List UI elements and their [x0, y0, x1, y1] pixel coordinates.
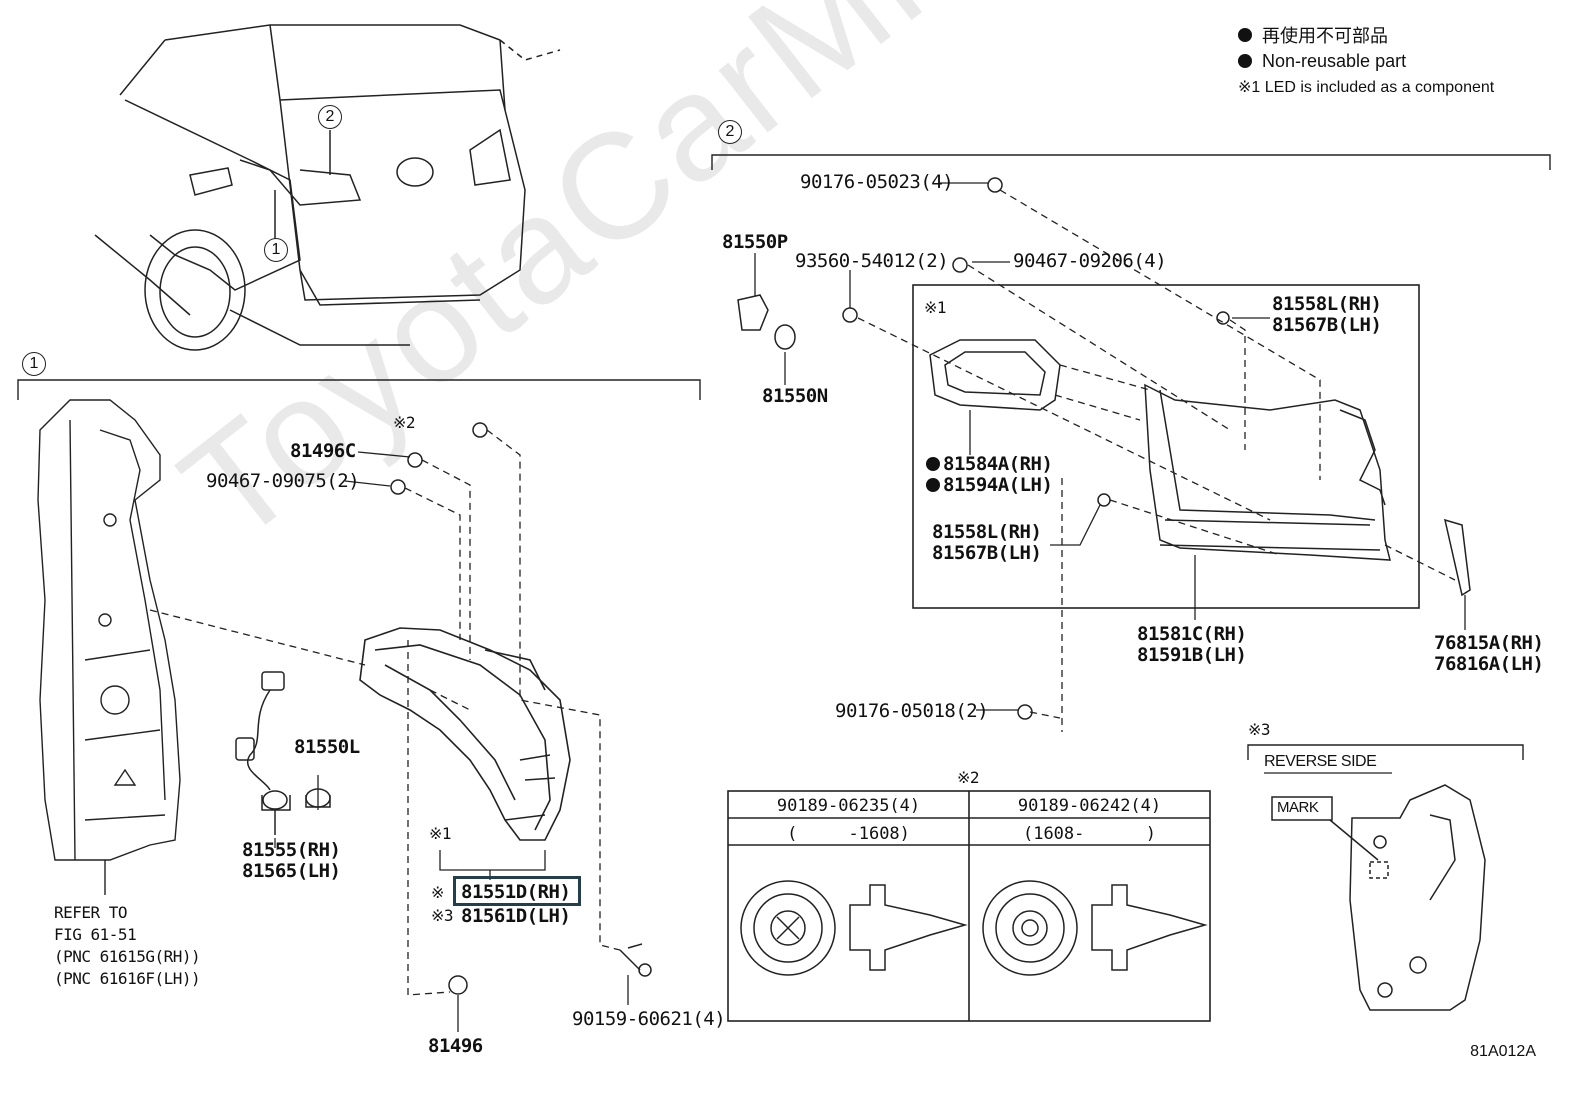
part-81558l-b[interactable]: 81558L(RH)	[932, 521, 1042, 543]
part-81594a[interactable]: 81594A(LH)	[926, 474, 1053, 496]
highlight-box	[453, 876, 581, 906]
legend: 再使用不可部品 Non-reusable part ※1 LED is incl…	[1238, 22, 1494, 100]
part-90176-05018[interactable]: 90176-05018(2)	[835, 700, 989, 722]
part-81561d[interactable]: 81561D(LH)	[461, 905, 571, 927]
part-81550n[interactable]: 81550N	[762, 385, 828, 407]
marker-led: ※1	[924, 298, 947, 317]
legend-note: ※1 LED is included as a component	[1238, 79, 1495, 96]
legend-jp: 再使用不可部品	[1262, 26, 1388, 46]
callout-1-vehicle: 1	[264, 238, 288, 262]
refer-line1: REFER TO	[54, 903, 128, 922]
clip-drawings	[740, 880, 1208, 976]
clip-table-grid	[727, 790, 1211, 1022]
part-81550l[interactable]: 81550L	[294, 736, 360, 758]
part-81591b[interactable]: 81591B(LH)	[1137, 644, 1247, 666]
table-marker: ※2	[957, 768, 980, 787]
marker-81551d: ※	[431, 883, 444, 902]
non-reusable-icon	[926, 478, 940, 492]
callout-1-group: 1	[22, 352, 46, 376]
reverse-marker: ※3	[1248, 720, 1271, 739]
marker-note2: ※2	[393, 413, 416, 432]
part-76815a[interactable]: 76815A(RH)	[1434, 632, 1544, 654]
marker-81561d: ※3	[431, 906, 454, 925]
legend-en: Non-reusable part	[1262, 50, 1407, 71]
marker-note1: ※1	[429, 824, 452, 843]
figure-code: 81A012A	[1470, 1043, 1536, 1060]
part-90467-09075[interactable]: 90467-09075(2)	[206, 470, 360, 492]
part-81555[interactable]: 81555(RH)	[242, 839, 341, 861]
part-81581c[interactable]: 81581C(RH)	[1137, 623, 1247, 645]
mark-label: MARK	[1277, 799, 1319, 816]
part-81550p[interactable]: 81550P	[722, 231, 788, 253]
part-81496[interactable]: 81496	[428, 1035, 483, 1057]
part-81567b-a[interactable]: 81567B(LH)	[1272, 314, 1382, 336]
part-81584a-text: 81584A(RH)	[943, 453, 1053, 475]
part-81584a[interactable]: 81584A(RH)	[926, 453, 1053, 475]
table-col1-range: ( -1608)	[787, 824, 910, 844]
part-81496c[interactable]: 81496C	[290, 440, 356, 462]
part-90176-05023[interactable]: 90176-05023(4)	[800, 171, 954, 193]
inner-lamp-drawing	[929, 339, 1391, 561]
callout-2-vehicle: 2	[318, 105, 342, 129]
table-col2-part[interactable]: 90189-06242(4)	[1017, 796, 1162, 816]
callout-2-group: 2	[718, 120, 742, 144]
body-pillar-drawing	[37, 399, 181, 895]
non-reusable-icon	[926, 457, 940, 471]
part-81594a-text: 81594A(LH)	[943, 474, 1053, 496]
refer-line2[interactable]: FIG 61-51	[54, 925, 137, 944]
bulb-socket-drawing	[737, 294, 796, 350]
part-81558l-a[interactable]: 81558L(RH)	[1272, 293, 1382, 315]
bullet-icon	[1238, 28, 1252, 42]
refer-line3: (PNC 61615G(RH))	[54, 947, 201, 966]
bullet-icon	[1238, 54, 1252, 68]
part-90467-09206[interactable]: 90467-09206(4)	[1013, 250, 1167, 272]
part-93560-54012[interactable]: 93560-54012(2)	[795, 250, 949, 272]
part-81567b-b[interactable]: 81567B(LH)	[932, 542, 1042, 564]
table-col1-part[interactable]: 90189-06235(4)	[776, 796, 921, 816]
reverse-side-drawing	[1271, 784, 1486, 1011]
table-col2-range: (1608- )	[1022, 824, 1157, 844]
part-76816a[interactable]: 76816A(LH)	[1434, 653, 1544, 675]
reverse-title: REVERSE SIDE	[1264, 753, 1377, 770]
vehicle-rear-view	[94, 24, 561, 351]
part-81551d[interactable]: 81551D(RH)	[461, 881, 571, 903]
part-90159-60621[interactable]: 90159-60621(4)	[572, 1008, 726, 1030]
part-81565[interactable]: 81565(LH)	[242, 860, 341, 882]
refer-line4: (PNC 61616F(LH))	[54, 969, 201, 988]
tail-lamp-drawing	[359, 627, 571, 841]
